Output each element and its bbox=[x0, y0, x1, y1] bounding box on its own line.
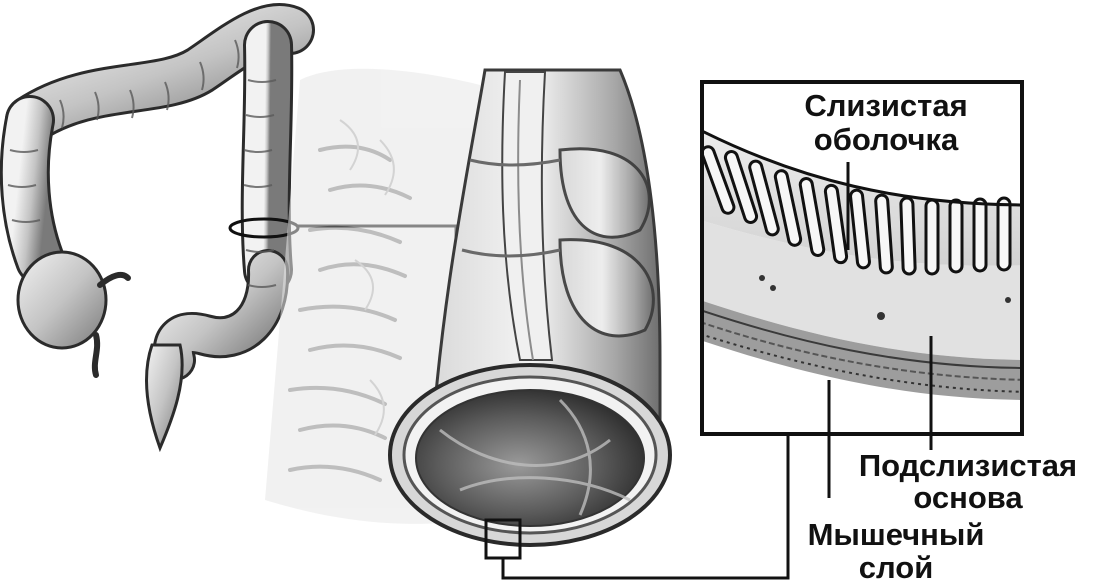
label-mucosa-line2: оболочка bbox=[814, 122, 959, 157]
label-submucosa-line1: Подслизистая bbox=[859, 448, 1077, 483]
colon-overview bbox=[8, 28, 298, 448]
label-mucosa-line1: Слизистая bbox=[804, 88, 967, 123]
colon-segment bbox=[265, 69, 670, 558]
label-muscle-line1: Мышечный bbox=[808, 517, 985, 552]
label-muscle-line2: слой bbox=[859, 550, 934, 583]
label-submucosa-line2: основа bbox=[913, 480, 1023, 515]
